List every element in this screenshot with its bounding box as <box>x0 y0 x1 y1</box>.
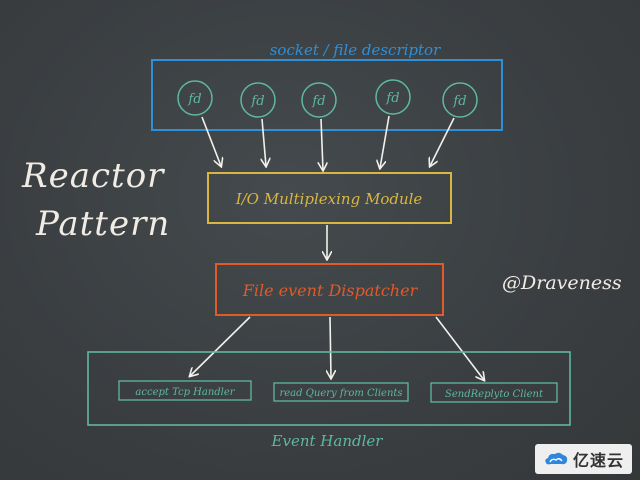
pattern-title: Reactor Pattern <box>22 152 170 248</box>
watermark-text: 亿速云 <box>572 451 624 470</box>
fd-label: fd <box>311 94 325 109</box>
accept-handler: accept Tcp Handler <box>118 380 252 401</box>
handler-label: accept Tcp Handler <box>135 387 235 398</box>
arrow-to-accept-handler <box>190 316 251 376</box>
fd-node-2: fd <box>240 82 276 118</box>
socket-group-label: socket / file descriptor <box>270 41 441 59</box>
arrow-fd3-to-mux <box>321 118 323 170</box>
dispatcher-label: File event Dispatcher <box>242 281 419 300</box>
title-line-1: Reactor <box>22 156 165 196</box>
author-handle: @Draveness <box>502 272 622 294</box>
arrow-fd2-to-mux <box>262 118 266 166</box>
socket-group-box <box>151 59 503 131</box>
arrow-fd5-to-mux <box>430 117 455 166</box>
fd-label: fd <box>385 91 399 106</box>
title-line-2: Pattern <box>36 204 171 244</box>
handlers-group-label: Event Handler <box>271 432 384 450</box>
fd-node-5: fd <box>442 82 478 118</box>
cloud-logo-icon <box>545 452 568 465</box>
read-handler: read Query from Clients <box>273 382 409 402</box>
multiplexer-box <box>207 172 452 224</box>
fd-label: fd <box>452 94 466 109</box>
fd-label: fd <box>187 92 201 107</box>
fd-node-1: fd <box>177 80 213 116</box>
multiplexer-label: I/O Multiplexing Module <box>235 190 423 208</box>
fd-arrows <box>201 115 455 170</box>
handlers-group-box <box>87 351 571 426</box>
handler-arrows <box>190 316 484 380</box>
watermark: 亿速云 <box>534 444 632 474</box>
dispatcher-box <box>215 263 444 316</box>
fd-node-3: fd <box>301 82 337 118</box>
handler-label: read Query from Clients <box>279 388 402 399</box>
fd-label: fd <box>250 94 264 109</box>
reply-handler: SendReplyto Client <box>430 382 558 403</box>
handler-label: SendReplyto Client <box>445 389 544 400</box>
arrow-fd1-to-mux <box>201 116 221 166</box>
arrow-fd4-to-mux <box>380 115 390 168</box>
fd-node-4: fd <box>375 79 411 115</box>
arrow-to-read-handler <box>330 316 331 378</box>
arrow-to-reply-handler <box>435 316 484 380</box>
